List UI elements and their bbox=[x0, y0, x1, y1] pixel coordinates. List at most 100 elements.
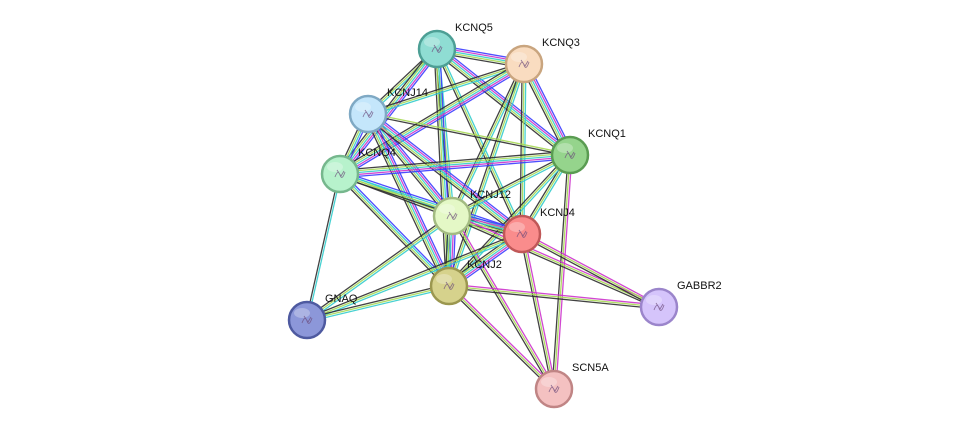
edge-evidence-line bbox=[435, 49, 570, 158]
edge-evidence-line bbox=[452, 214, 557, 389]
node-highlight bbox=[646, 295, 662, 305]
edge-kcnj2-scn5a[interactable] bbox=[447, 283, 556, 392]
edge-kcnj2-gabbr2[interactable] bbox=[448, 283, 660, 310]
edge-kcnj4-gabbr2[interactable] bbox=[520, 231, 661, 310]
protein-structure-icon bbox=[564, 150, 576, 159]
node-kcnq1[interactable] bbox=[550, 135, 590, 175]
node-kcnj4[interactable] bbox=[502, 214, 542, 254]
protein-structure-icon bbox=[301, 315, 313, 324]
node-scn5a[interactable] bbox=[534, 369, 574, 409]
edge-evidence-line bbox=[306, 215, 453, 321]
node-gnaq[interactable] bbox=[287, 300, 327, 340]
edge-evidence-line bbox=[448, 63, 525, 287]
protein-structure-icon bbox=[516, 229, 528, 238]
edge-evidence-line bbox=[452, 156, 572, 219]
edge-kcnj14-kcnq1[interactable] bbox=[367, 112, 571, 157]
edge-evidence-line bbox=[450, 63, 527, 288]
edge-evidence-line bbox=[367, 113, 523, 235]
edge-evidence-line bbox=[367, 63, 525, 115]
edge-evidence-line bbox=[448, 285, 660, 308]
edge-kcnj14-kcnj4[interactable] bbox=[365, 110, 525, 238]
edge-evidence-line bbox=[551, 154, 569, 390]
node-kcnq5[interactable] bbox=[417, 29, 457, 69]
node-label-kcnj12: KCNJ12 bbox=[470, 189, 511, 201]
edge-kcnj12-gnaq[interactable] bbox=[305, 213, 454, 323]
edge-evidence-line bbox=[339, 172, 523, 234]
edge-evidence-line bbox=[339, 156, 571, 177]
edge-kcnq1-scn5a[interactable] bbox=[551, 154, 573, 390]
node-highlight bbox=[509, 222, 525, 232]
edge-evidence-line bbox=[307, 173, 342, 321]
edge-evidence-line bbox=[337, 60, 523, 172]
edge-evidence-line bbox=[369, 110, 525, 232]
label-layer: KCNQ5KCNQ3KCNJ14KCNQ1KCNQ4KCNJ12KCNJ4KCN… bbox=[325, 22, 722, 374]
edge-evidence-line bbox=[367, 114, 571, 157]
edge-evidence-line bbox=[305, 283, 450, 319]
edge-evidence-line bbox=[522, 231, 661, 306]
edge-evidence-line bbox=[451, 215, 660, 308]
edge-kcnq3-kcnq4[interactable] bbox=[337, 60, 527, 178]
protein-structure-icon bbox=[446, 211, 458, 220]
edge-evidence-line bbox=[450, 217, 659, 310]
edge-evidence-line bbox=[449, 283, 556, 389]
edge-evidence-line bbox=[338, 176, 522, 238]
node-kcnj12[interactable] bbox=[432, 196, 472, 236]
node-gabbr2[interactable] bbox=[639, 287, 679, 327]
edge-kcnq4-kcnj4[interactable] bbox=[338, 170, 524, 238]
edge-evidence-line bbox=[520, 235, 659, 310]
edge-evidence-line bbox=[339, 152, 571, 173]
edge-kcnq5-kcnj4[interactable] bbox=[434, 47, 525, 236]
edge-evidence-line bbox=[341, 171, 452, 285]
node-label-kcnj4: KCNJ4 bbox=[540, 207, 575, 219]
node-kcnq4[interactable] bbox=[320, 154, 360, 194]
edge-kcnj4-gnaq[interactable] bbox=[305, 231, 524, 323]
edge-evidence-line bbox=[446, 62, 523, 287]
node-highlight bbox=[557, 143, 573, 153]
edge-kcnj12-scn5a[interactable] bbox=[449, 214, 557, 391]
node-highlight bbox=[436, 274, 452, 284]
edge-evidence-line bbox=[448, 285, 555, 390]
edge-evidence-line bbox=[553, 154, 571, 390]
edge-evidence-line bbox=[306, 285, 450, 321]
node-highlight bbox=[355, 102, 371, 112]
edge-evidence-line bbox=[365, 116, 521, 238]
edge-evidence-line bbox=[434, 49, 521, 236]
node-label-kcnq5: KCNQ5 bbox=[455, 22, 493, 34]
node-highlight bbox=[294, 308, 310, 318]
edge-evidence-line bbox=[446, 153, 570, 286]
edge-kcnq3-kcnj2[interactable] bbox=[446, 62, 527, 288]
protein-structure-icon bbox=[362, 109, 374, 118]
edge-kcnj2-gnaq[interactable] bbox=[305, 283, 451, 323]
edge-evidence-line bbox=[451, 215, 555, 390]
edge-kcnq4-gnaq[interactable] bbox=[305, 173, 342, 321]
node-highlight bbox=[439, 204, 455, 214]
edge-evidence-line bbox=[433, 51, 569, 159]
edge-evidence-line bbox=[341, 66, 527, 178]
node-kcnq3[interactable] bbox=[504, 44, 544, 84]
node-layer bbox=[287, 29, 679, 409]
protein-structure-icon bbox=[431, 44, 443, 53]
edge-evidence-line bbox=[363, 114, 447, 289]
node-highlight bbox=[424, 37, 440, 47]
edge-kcnj12-gabbr2[interactable] bbox=[450, 213, 661, 310]
edge-kcnj4-scn5a[interactable] bbox=[519, 232, 557, 391]
node-label-gnaq: GNAQ bbox=[325, 293, 358, 305]
edge-evidence-line bbox=[340, 170, 524, 232]
edge-kcnq1-kcnj12[interactable] bbox=[450, 152, 572, 219]
node-kcnj14[interactable] bbox=[348, 94, 388, 134]
edge-evidence-line bbox=[521, 233, 555, 390]
edge-evidence-line bbox=[369, 112, 452, 286]
edge-evidence-line bbox=[307, 216, 454, 323]
node-kcnj2[interactable] bbox=[429, 266, 469, 306]
node-label-kcnq3: KCNQ3 bbox=[542, 37, 580, 49]
edge-evidence-line bbox=[339, 174, 523, 236]
edge-evidence-line bbox=[555, 154, 573, 390]
edge-kcnq1-kcnq4[interactable] bbox=[339, 150, 571, 179]
edge-evidence-line bbox=[305, 213, 452, 320]
protein-structure-icon bbox=[653, 302, 665, 311]
edge-evidence-line bbox=[339, 150, 571, 171]
node-label-kcnj14: KCNJ14 bbox=[387, 87, 428, 99]
edge-evidence-line bbox=[448, 287, 660, 310]
node-label-kcnj2: KCNJ2 bbox=[467, 259, 502, 271]
